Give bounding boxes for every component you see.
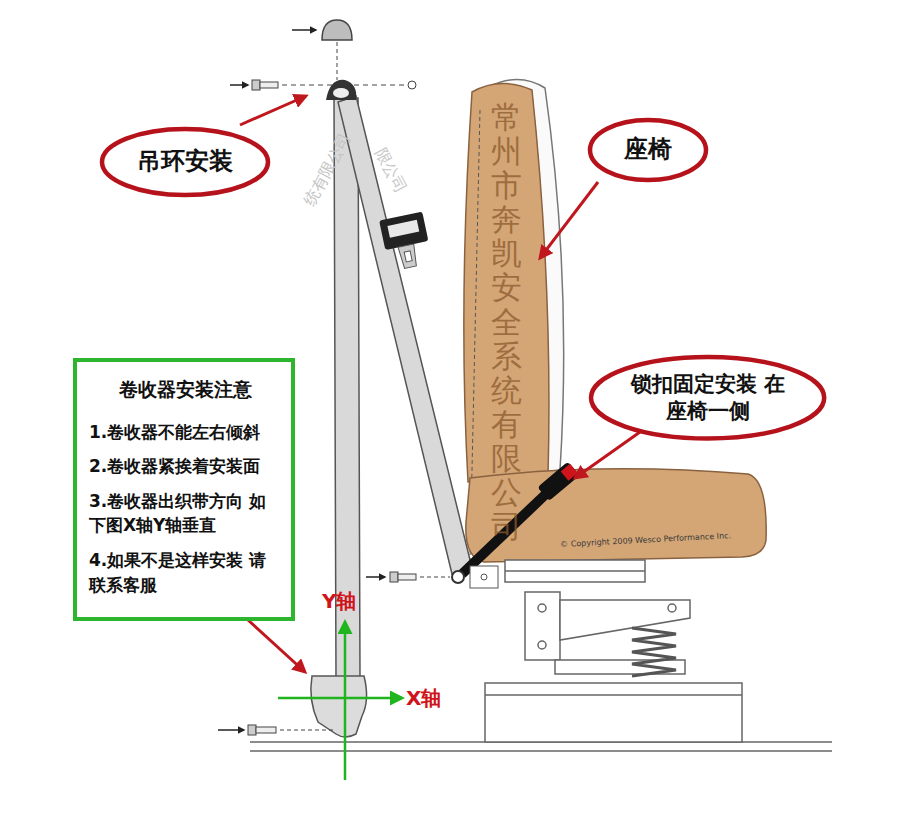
note-heading: 卷收器安装注意 — [89, 376, 281, 404]
buckle-tongue — [379, 212, 433, 272]
floor — [250, 742, 832, 751]
watermark: 常州市奔凯安全系统有限公司 — [491, 100, 522, 543]
shoulder-webbing — [338, 96, 472, 574]
callout-ellipse: 座椅 — [587, 117, 709, 183]
callout-text: 吊环安装 — [137, 146, 233, 177]
callout-arrows — [240, 96, 640, 672]
seat-base — [485, 560, 742, 742]
axis-label: X轴 — [406, 685, 441, 712]
anchor-cap — [230, 20, 416, 90]
note-box: 卷收器安装注意 1.卷收器不能左右倾斜 2.卷收器紧挨着安装面 3.卷收器出织带方向 … — [73, 358, 295, 621]
note-item: 2.卷收器紧挨着安装面 — [89, 454, 281, 479]
callout-ellipse: 锁扣固定安装 在座椅一侧 — [588, 354, 827, 442]
axis-lines — [278, 622, 402, 780]
note-item: 3.卷收器出织带方向 如下图X轴Y轴垂直 — [89, 489, 281, 538]
ellipse-outline — [588, 354, 827, 442]
callout-ellipse: 吊环安装 — [99, 126, 271, 198]
callout-text: 锁扣固定安装 在座椅一侧 — [628, 371, 788, 426]
spring — [632, 628, 676, 676]
callout-text: 座椅 — [624, 134, 672, 165]
lap-anchor — [366, 566, 498, 588]
axis-label: Y轴 — [322, 588, 356, 615]
note-item: 1.卷收器不能左右倾斜 — [89, 420, 281, 445]
d-ring — [326, 80, 356, 100]
note-item: 4.如果不是这样安装 请联系客服 — [89, 548, 281, 597]
